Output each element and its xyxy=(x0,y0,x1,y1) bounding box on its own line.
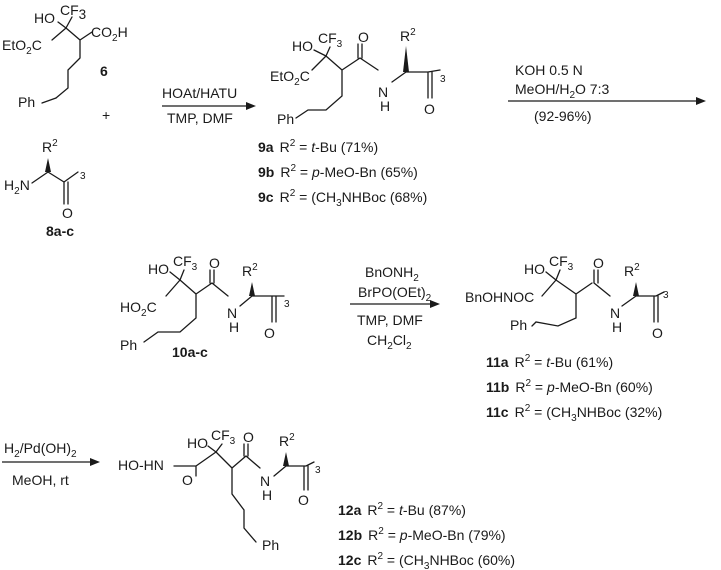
amide-h-label: H xyxy=(612,319,622,335)
hydroxyl-label: HO xyxy=(187,435,208,451)
reaction-arrow-1: HOAt/HATU TMP, DMF xyxy=(162,85,256,126)
amide-n-label: N xyxy=(227,305,237,321)
phenyl-label: Ph xyxy=(120,337,137,353)
trifluoromethyl-label: CF3 xyxy=(549,253,574,273)
arrow-2-solvent: MeOH/H2O 7:3 xyxy=(515,81,609,101)
phenyl-label: Ph xyxy=(262,537,279,553)
trifluoromethyl-label: CF3 xyxy=(60,2,86,22)
methylamide-label: 3 xyxy=(440,74,446,85)
compound-10-id: 10a-c xyxy=(172,344,208,360)
trifluoromethyl-label: CF3 xyxy=(318,30,343,50)
hydroxyl-label: HO xyxy=(148,261,169,277)
methylamide-label: 3 xyxy=(315,465,321,476)
reaction-arrow-2: KOH 0.5 N MeOH/H2O 7:3 (92-96%) xyxy=(508,62,706,124)
trifluoromethyl-label: CF3 xyxy=(173,253,198,273)
arrow-3-reagent-2: BrPO(OEt)2 xyxy=(358,284,432,304)
amide-h-label: H xyxy=(229,319,239,335)
phenyl-label: Ph xyxy=(18,94,35,110)
carbonyl-o-label: O xyxy=(424,101,435,117)
carbonyl-o-label: O xyxy=(62,205,73,221)
arrow-1-conditions: TMP, DMF xyxy=(167,110,233,126)
carbonyl-o-label: O xyxy=(593,255,604,271)
arrow-2-reagent: KOH 0.5 N xyxy=(515,62,583,78)
arrow-1-reagent: HOAt/HATU xyxy=(162,85,237,101)
r2-label: R2 xyxy=(400,27,416,44)
methylamide-label: 3 xyxy=(80,171,86,182)
hydroxyl-label: HO xyxy=(292,38,313,54)
compound-9-structure: HO CF3 EtO2C O N H R2 3 O Ph xyxy=(270,27,446,127)
compound-6-structure: HO CF3 CO2H EtO2C Ph 6 + xyxy=(2,2,128,123)
methylamide-label: 3 xyxy=(284,299,290,310)
carbonyl-o-label: O xyxy=(358,29,369,45)
trifluoromethyl-label: CF3 xyxy=(211,427,236,447)
arrow-3-conditions-2: CH2Cl2 xyxy=(367,332,412,352)
arrow-4-reagent: H2/Pd(OH)2 xyxy=(4,440,77,460)
carbonyl-o-label: O xyxy=(298,492,309,508)
r2-label: R2 xyxy=(42,138,58,155)
carboxylic-acid-label: HO2C xyxy=(120,299,157,319)
reaction-arrow-4: H2/Pd(OH)2 MeOH, rt xyxy=(2,440,100,488)
reaction-arrow-3: BnONH2 BrPO(OEt)2 TMP, DMF CH2Cl2 xyxy=(350,264,440,352)
arrow-3-conditions-1: TMP, DMF xyxy=(357,312,423,328)
ethyl-ester-label: EtO2C xyxy=(2,37,42,57)
hydroxamic-acid-label: HO-HN xyxy=(118,457,164,473)
arrow-2-yield: (92-96%) xyxy=(534,108,592,124)
amide-n-label: N xyxy=(378,84,388,100)
r2-label: R2 xyxy=(624,262,640,279)
arrow-4-conditions: MeOH, rt xyxy=(12,472,69,488)
compound-6-id: 6 xyxy=(100,63,108,79)
ethyl-ester-label: EtO2C xyxy=(270,68,310,88)
arrow-3-reagent-1: BnONH2 xyxy=(365,264,419,284)
compound-12-structure: HO CF3 HO-HN O O N H R2 3 O Ph xyxy=(118,427,321,553)
amide-n-label: N xyxy=(260,473,270,489)
carboxylic-acid-label: CO2H xyxy=(91,24,128,44)
methylamide-label: 3 xyxy=(663,290,669,301)
amide-h-label: H xyxy=(262,487,272,503)
carbonyl-o-label: O xyxy=(652,325,663,341)
amide-n-label: N xyxy=(610,305,620,321)
amine-label: H2N xyxy=(4,177,30,197)
phenyl-label: Ph xyxy=(277,111,294,127)
carbonyl-o-label: O xyxy=(209,255,220,271)
amide-h-label: H xyxy=(380,98,390,114)
carbonyl-o-label: O xyxy=(243,429,254,445)
compound-8-structure: R2 H2N 3 O 8a-c xyxy=(4,138,86,239)
compound-10-structure: HO CF3 HO2C O N H R2 3 O Ph 10a-c xyxy=(120,253,290,360)
r2-label: R2 xyxy=(242,262,258,279)
compound-11-structure: HO CF3 BnOHNOC O N H R2 3 O Ph xyxy=(465,253,669,341)
carbonyl-o-label: O xyxy=(182,472,193,488)
hydroxamate-ester-label: BnOHNOC xyxy=(465,289,534,305)
plus-sign: + xyxy=(102,107,110,123)
r2-label: R2 xyxy=(279,432,295,449)
carbonyl-o-label: O xyxy=(264,325,275,341)
hydroxyl-label: HO xyxy=(524,261,545,277)
phenyl-label: Ph xyxy=(510,317,527,333)
hydroxyl-label: HO xyxy=(34,10,55,26)
compound-8-id: 8a-c xyxy=(46,223,74,239)
